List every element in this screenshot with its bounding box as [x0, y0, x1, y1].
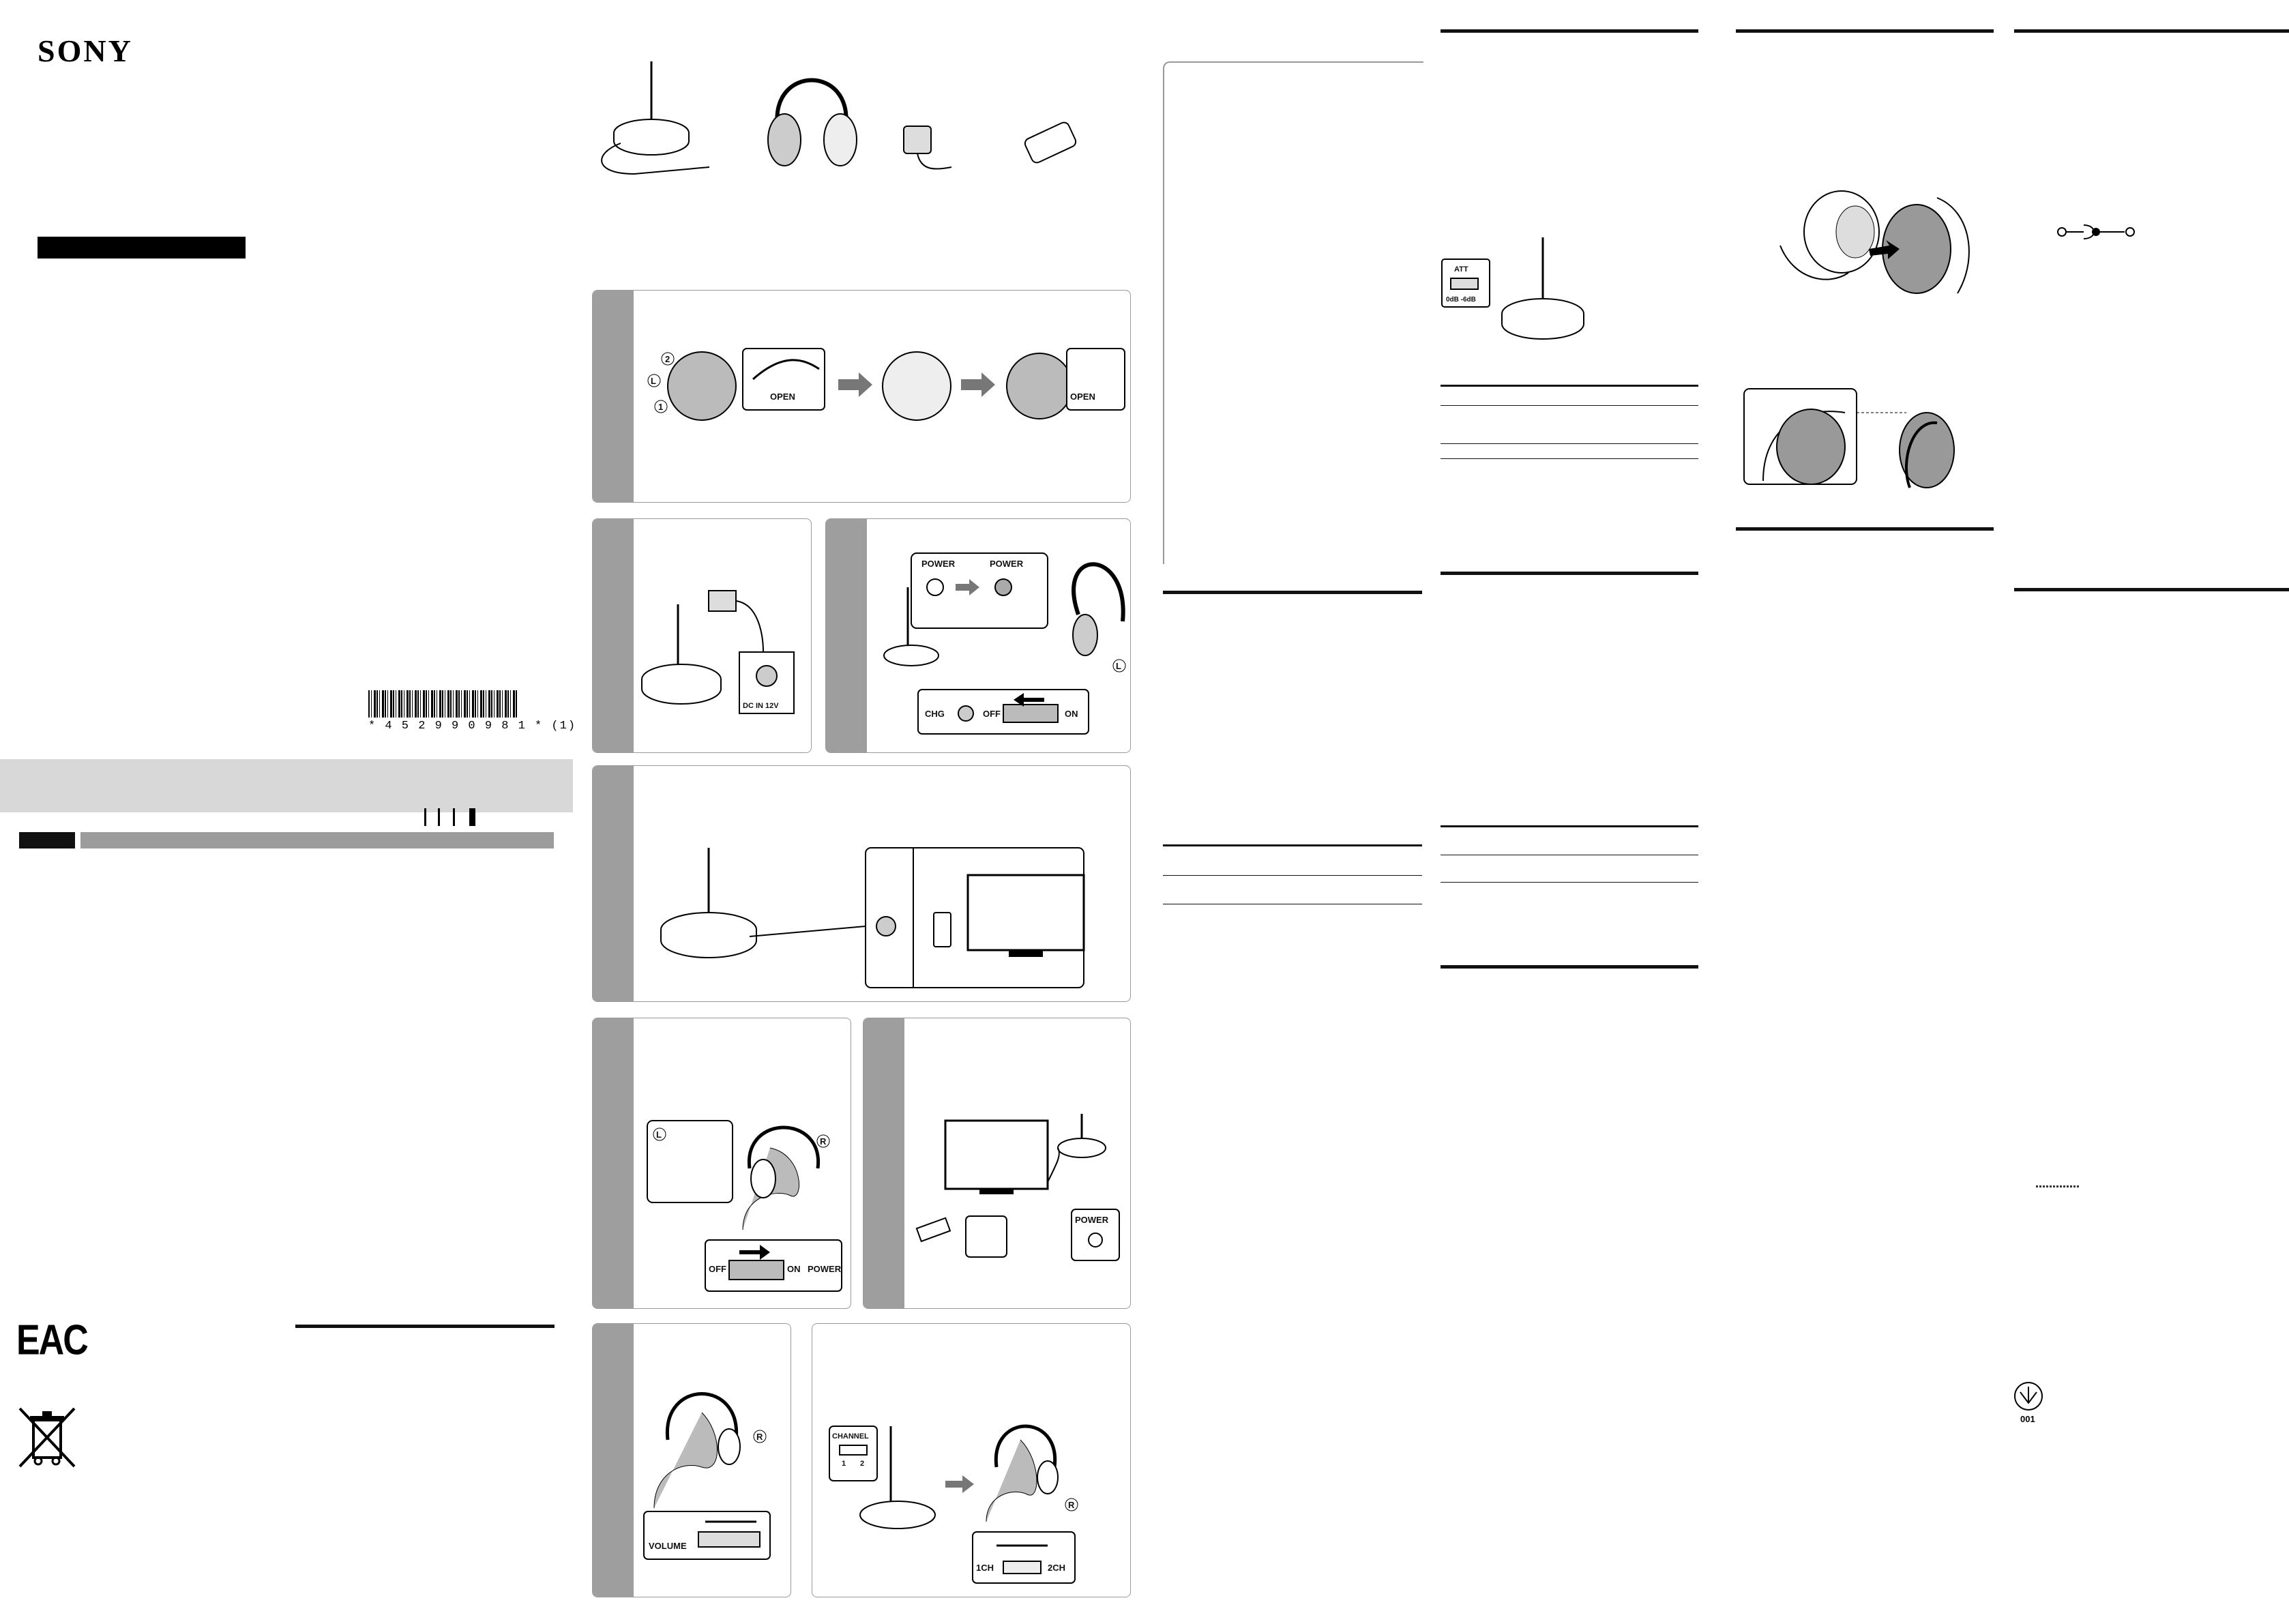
- section-rule: [1736, 29, 1994, 33]
- section-rule: [1441, 385, 1698, 387]
- svg-text:OPEN: OPEN: [1070, 392, 1095, 402]
- step-3-panel: POWER POWER L CHG OFF ON: [825, 518, 1131, 753]
- step-2-diagram: DC IN 12V: [641, 590, 795, 714]
- svg-text:DC IN 12V: DC IN 12V: [743, 702, 779, 710]
- section-rule: [1163, 875, 1422, 876]
- section-rule: [2014, 29, 2289, 33]
- step-6-panel: POWER: [863, 1018, 1131, 1309]
- section-rule: [1736, 527, 1994, 531]
- section-rule: [2014, 588, 2289, 591]
- svg-text:ON: ON: [787, 1264, 801, 1274]
- svg-text:0dB -6dB: 0dB -6dB: [1446, 296, 1476, 304]
- svg-text:ATT: ATT: [1454, 265, 1468, 274]
- section-rule: [1163, 591, 1422, 594]
- transmitter-illustration: [601, 61, 710, 175]
- svg-text:R: R: [820, 1136, 827, 1147]
- svg-text:1: 1: [842, 1460, 846, 1468]
- section-rule: [1441, 882, 1698, 883]
- section-rule: [1441, 405, 1698, 406]
- section-rule: [1441, 965, 1698, 969]
- svg-text:POWER: POWER: [990, 559, 1024, 569]
- section-rule: [295, 1325, 555, 1328]
- step-7-panel: R VOLUME: [592, 1323, 791, 1597]
- barcode: [368, 690, 517, 718]
- section-rule: [1163, 844, 1422, 846]
- svg-text:L: L: [1116, 661, 1121, 671]
- language-tab-black: [19, 832, 75, 848]
- section-rule: [1441, 458, 1698, 459]
- plug-polarity-icon: [2057, 224, 2135, 239]
- weee-bin-icon: [18, 1407, 76, 1468]
- step-2-panel: DC IN 12V: [592, 518, 812, 753]
- att-switch-diagram: ATT 0dB -6dB: [1441, 237, 1584, 340]
- emblem-number: 001: [2020, 1414, 2035, 1424]
- barcode-number: * 4 5 2 9 9 0 9 8 1 * (1): [368, 720, 577, 733]
- step-1-panel: L 2 1 OPEN OPEN: [592, 290, 1131, 503]
- section-rule: [1441, 572, 1698, 575]
- svg-text:2: 2: [665, 354, 670, 364]
- svg-text:1CH: 1CH: [976, 1563, 994, 1573]
- earpad-removal-illustration: [1779, 190, 1970, 294]
- svg-text:OPEN: OPEN: [770, 392, 795, 402]
- earpad-attach-illustration: [1743, 388, 1955, 488]
- svg-text:POWER: POWER: [1075, 1215, 1109, 1225]
- svg-text:2: 2: [860, 1460, 864, 1468]
- eac-mark: EAC: [16, 1316, 89, 1364]
- band-marks: [424, 808, 479, 827]
- svg-text:R: R: [1068, 1500, 1075, 1510]
- svg-text:L: L: [651, 376, 656, 386]
- language-bar-grey: [80, 832, 554, 848]
- grey-band: [0, 759, 573, 812]
- step-6-diagram: POWER: [915, 1114, 1120, 1261]
- info-box: [1163, 61, 1423, 564]
- step-1-diagram: L 2 1 OPEN OPEN: [647, 348, 1125, 421]
- step-7-diagram: R VOLUME: [643, 1392, 771, 1560]
- step-4-panel: [592, 765, 1131, 1002]
- svg-text:L: L: [656, 1130, 662, 1140]
- svg-text:POWER: POWER: [921, 559, 956, 569]
- svg-text:OFF: OFF: [983, 709, 1001, 719]
- svg-text:OFF: OFF: [709, 1264, 726, 1274]
- headphones-illustration: [767, 78, 857, 166]
- svg-text:POWER: POWER: [808, 1264, 842, 1274]
- section-rule: [1441, 29, 1698, 33]
- recycle-emblem-icon: [2014, 1382, 2043, 1411]
- svg-text:VOLUME: VOLUME: [649, 1541, 687, 1551]
- small-mark: [2036, 1185, 2080, 1187]
- step-3-diagram: POWER POWER L CHG OFF ON: [883, 552, 1126, 735]
- ac-adapter-illustration: [903, 126, 952, 170]
- svg-text:1: 1: [658, 402, 663, 412]
- step-5-panel: L R OFF ON POWER: [592, 1018, 851, 1309]
- svg-text:ON: ON: [1065, 709, 1078, 719]
- svg-text:CHG: CHG: [925, 709, 945, 719]
- battery-illustration: [1024, 121, 1077, 164]
- svg-text:CHANNEL: CHANNEL: [832, 1432, 869, 1441]
- sony-logo: SONY: [38, 33, 133, 68]
- svg-text:2CH: 2CH: [1048, 1563, 1065, 1573]
- section-rule: [1441, 825, 1698, 827]
- title-bar: [38, 237, 246, 259]
- step-8-diagram: CHANNEL 1 2 R 1CH 2CH: [829, 1424, 1078, 1584]
- step-4-diagram: [660, 847, 1085, 988]
- step-8-panel: CHANNEL 1 2 R 1CH 2CH: [812, 1323, 1131, 1597]
- section-rule: [1441, 443, 1698, 444]
- svg-text:R: R: [756, 1432, 763, 1442]
- step-5-diagram: L R OFF ON POWER: [647, 1120, 842, 1292]
